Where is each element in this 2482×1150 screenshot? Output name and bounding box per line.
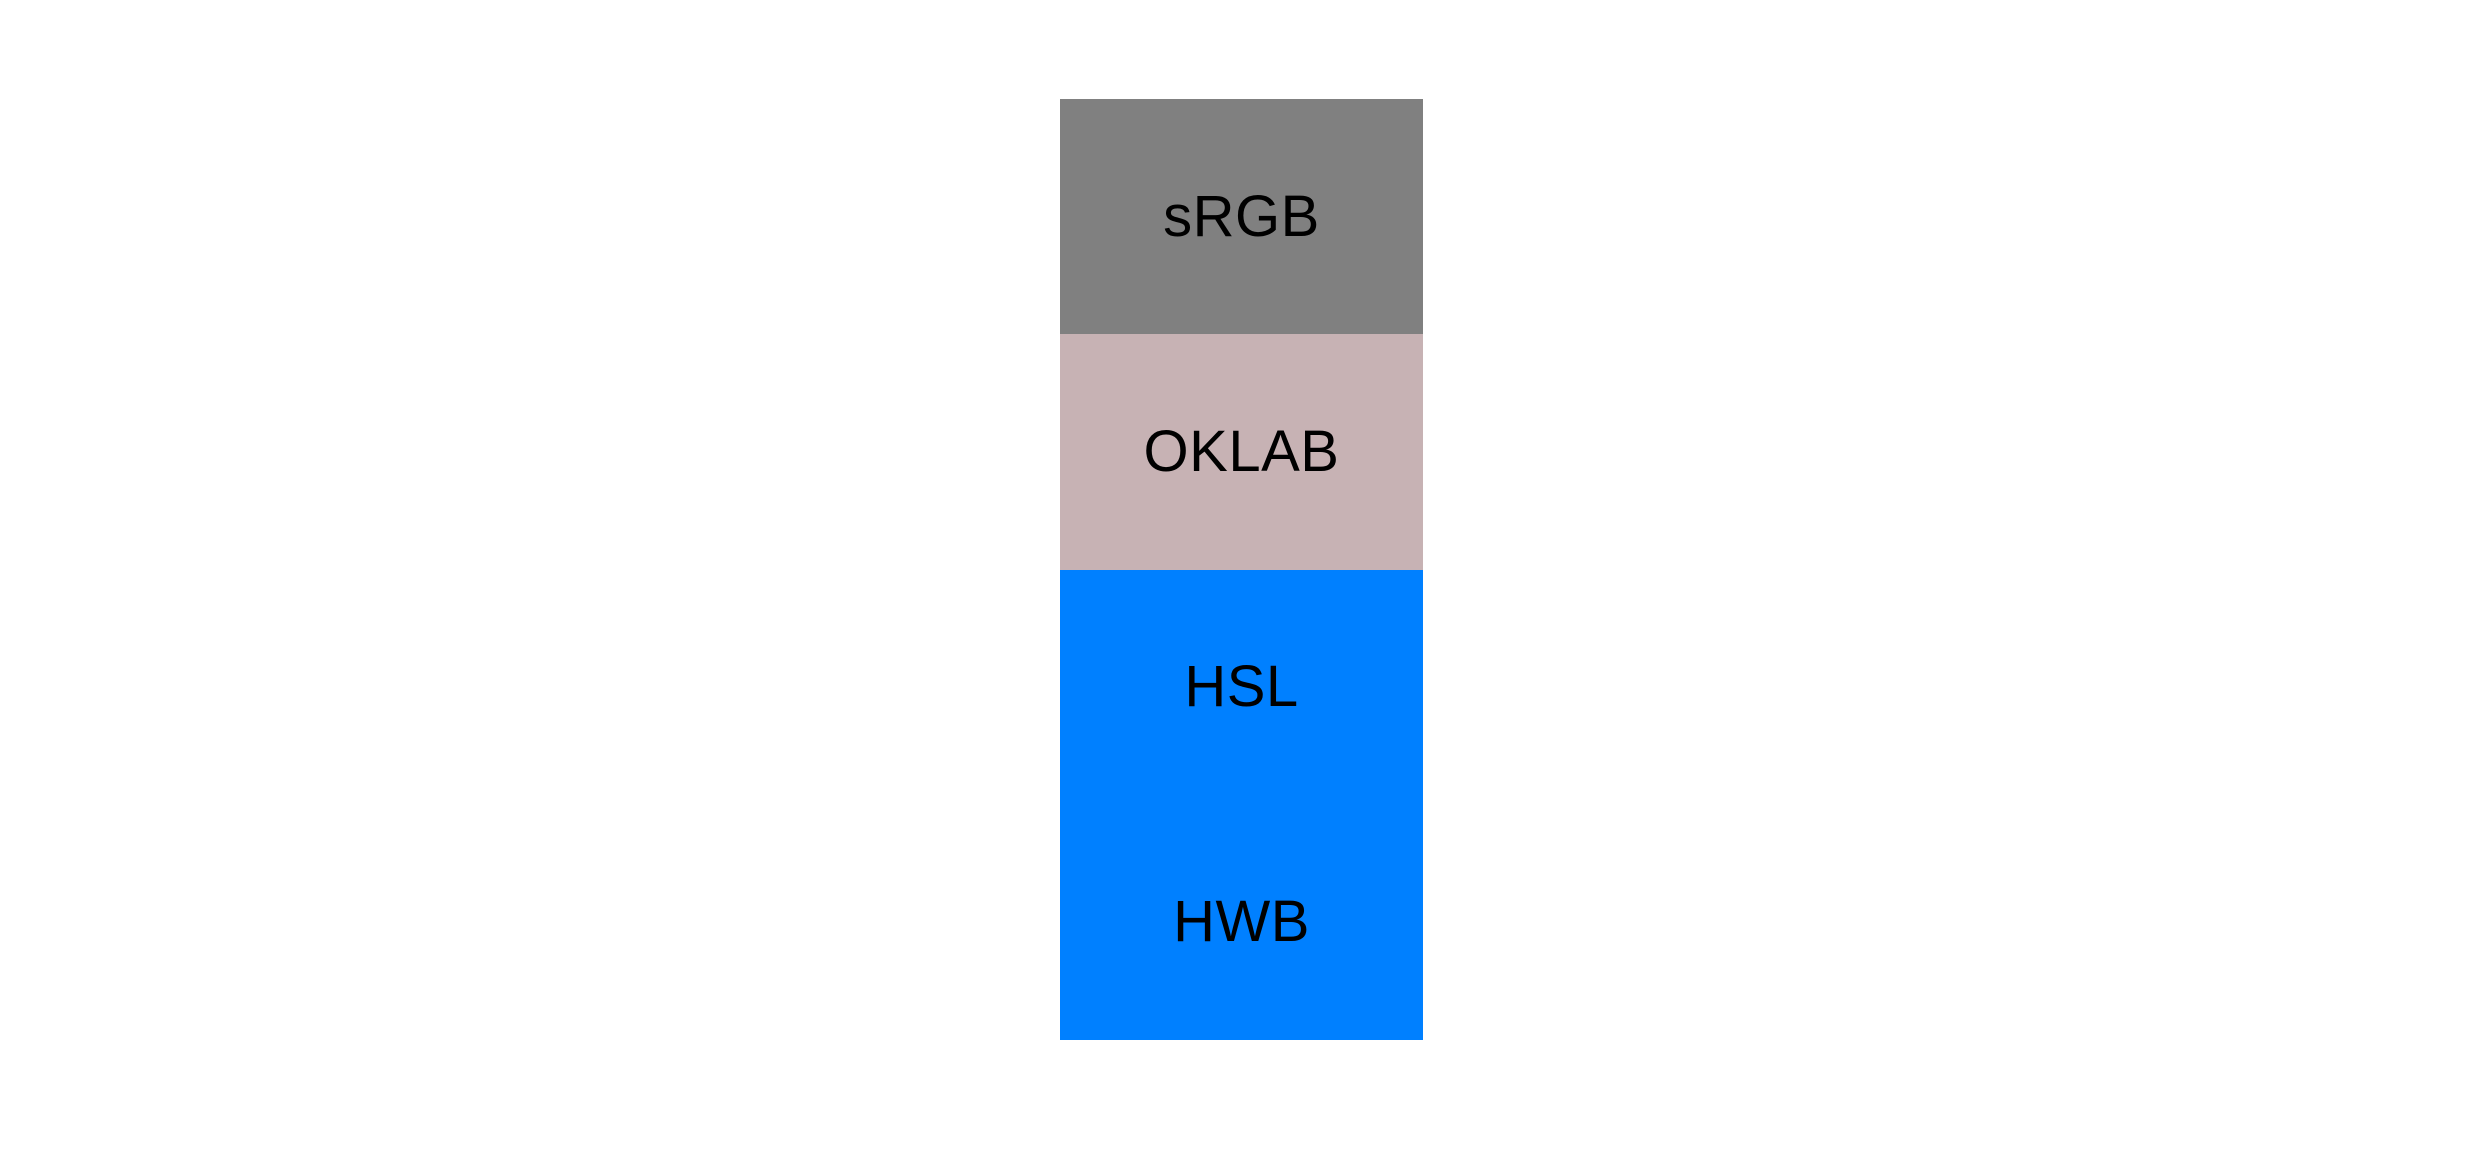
swatch-hsl[interactable]: HSL xyxy=(1060,569,1423,805)
swatch-hwb-label: HWB xyxy=(1173,889,1310,955)
swatch-hsl-label: HSL xyxy=(1184,654,1299,720)
color-space-swatch-column: sRGB OKLAB HSL HWB xyxy=(1060,99,1423,1040)
swatch-oklab[interactable]: OKLAB xyxy=(1060,334,1423,570)
swatch-hwb[interactable]: HWB xyxy=(1060,804,1423,1040)
swatch-srgb[interactable]: sRGB xyxy=(1060,99,1423,335)
swatch-srgb-label: sRGB xyxy=(1163,183,1320,249)
swatch-oklab-label: OKLAB xyxy=(1143,418,1340,484)
